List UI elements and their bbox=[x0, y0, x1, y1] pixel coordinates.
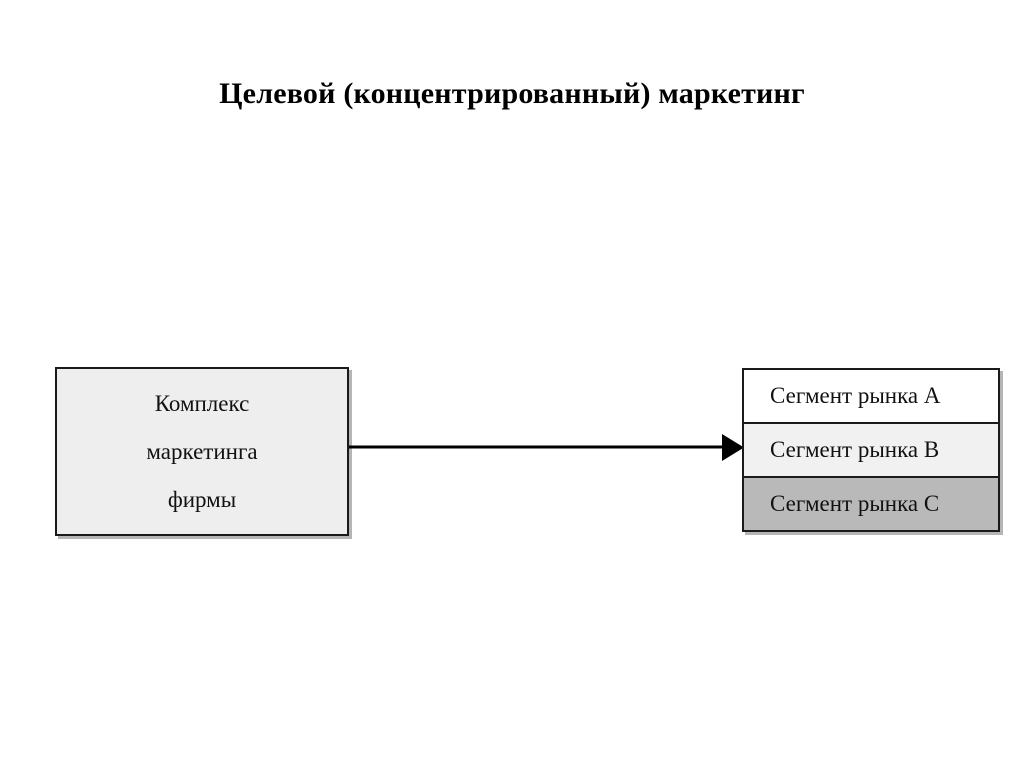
page-title: Целевой (концентрированный) маркетинг bbox=[219, 77, 805, 110]
segment-c-row[interactable]: Сегмент рынка C bbox=[744, 478, 998, 530]
segment-a-label: Сегмент рынка A bbox=[770, 383, 941, 408]
marketing-mix-box[interactable]: Комплекс маркетинга фирмы bbox=[55, 367, 349, 536]
marketing-mix-line-2: маркетинга bbox=[146, 438, 258, 464]
segment-a-row[interactable]: Сегмент рынка A bbox=[744, 370, 998, 424]
marketing-mix-line-3: фирмы bbox=[167, 486, 237, 512]
market-segment-stack: Сегмент рынка A Сегмент рынка B Сегмент … bbox=[742, 368, 1000, 532]
segment-b-label: Сегмент рынка B bbox=[770, 437, 940, 462]
marketing-mix-line-1: Комплекс bbox=[154, 390, 250, 416]
connector-arrow-icon bbox=[349, 434, 744, 461]
segment-b-row[interactable]: Сегмент рынка B bbox=[744, 424, 998, 478]
segment-c-label: Сегмент рынка C bbox=[770, 491, 940, 516]
